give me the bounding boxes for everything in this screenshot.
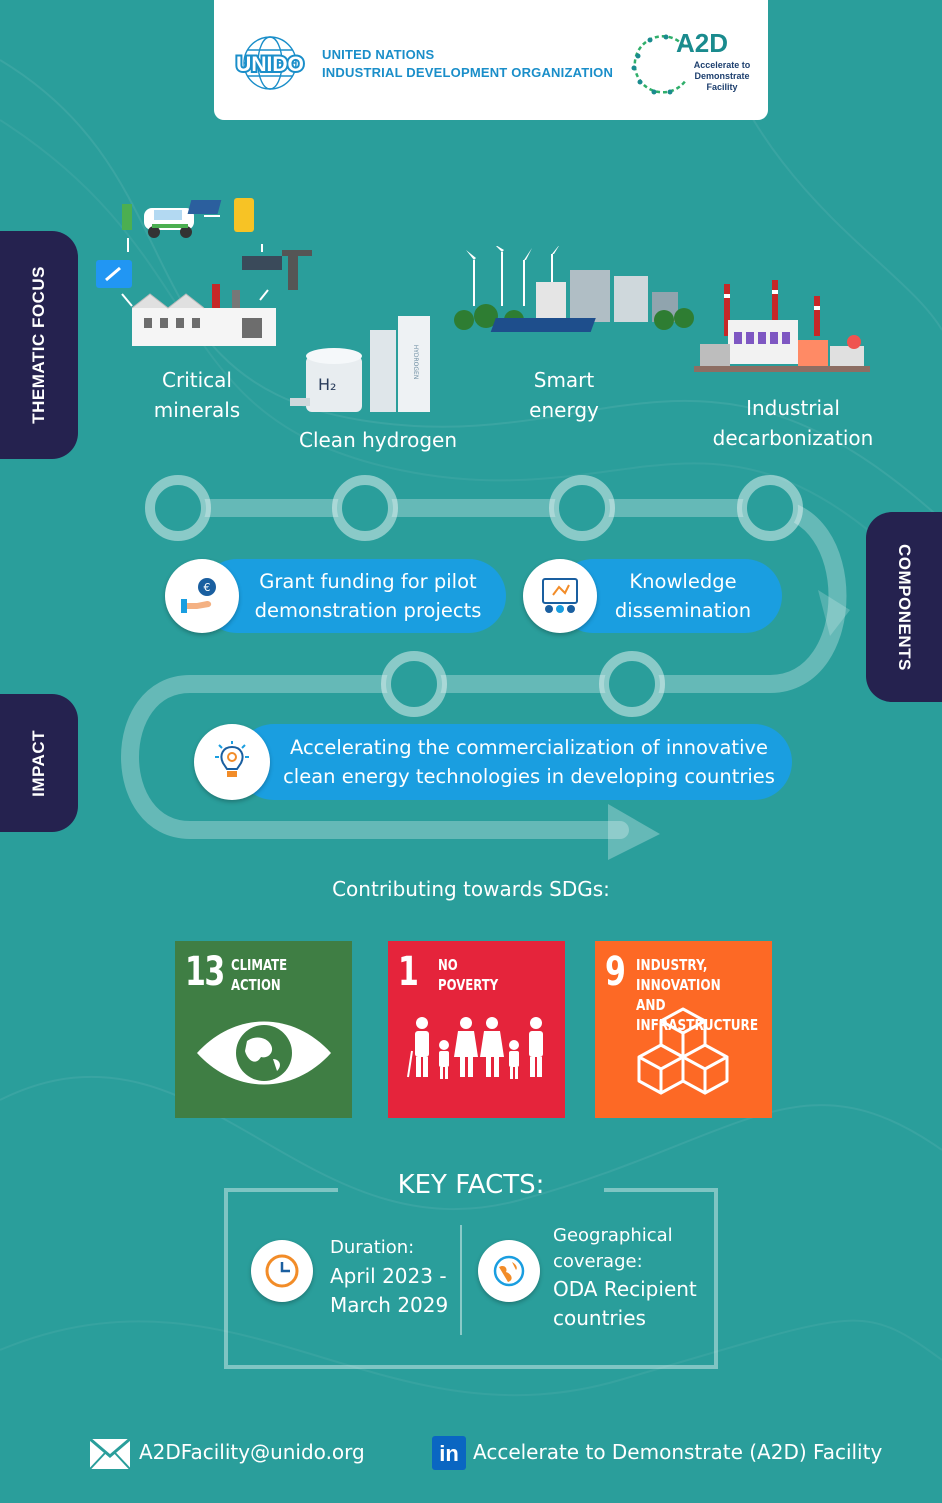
geo-label-line-2: coverage:	[553, 1251, 643, 1272]
sdg-1-tile: 1 NO POVERTY	[388, 941, 565, 1118]
theme-clean-hydrogen: Clean hydrogen	[290, 425, 466, 455]
duration-line-1: April 2023 -	[330, 1264, 447, 1288]
presentation-icon	[542, 578, 578, 613]
tab-components-label: COMPONENTS	[895, 543, 914, 671]
impact-line-1: Accelerating the commercialization of in…	[289, 736, 769, 759]
sdg-13-title: CLIMATE ACTION	[231, 956, 288, 994]
theme-critical-minerals: Critical minerals	[126, 365, 268, 425]
geo-value-line-1: ODA Recipient	[553, 1277, 697, 1301]
process-path	[121, 475, 850, 860]
sdg-1-title: NO POVERTY	[438, 956, 499, 994]
component-knowledge-line-2: dissemination	[614, 599, 752, 622]
theme-critical-minerals-line-2: minerals	[153, 398, 241, 422]
linkedin-link[interactable]: Accelerate to Demonstrate (A2D) Facility	[473, 1440, 883, 1464]
sdg-13-number: 13	[185, 949, 225, 995]
org-line-1: UNITED NATIONS	[322, 47, 435, 62]
component-grant-line-2: demonstration projects	[254, 599, 482, 622]
geo-label: Geographical coverage:	[553, 1223, 673, 1275]
clock-icon	[251, 1240, 313, 1302]
tab-impact: IMPACT	[0, 694, 78, 832]
email-link[interactable]: A2DFacility@unido.org	[139, 1440, 365, 1464]
org-line-2: INDUSTRIAL DEVELOPMENT ORGANIZATION	[322, 65, 614, 80]
grant-funding-icon: €	[165, 559, 239, 633]
climate-action-eye-icon	[197, 1021, 331, 1085]
key-facts-title: KEY FACTS:	[397, 1170, 545, 1200]
sdg-13-tile: 13 CLIMATE ACTION	[175, 941, 352, 1118]
clean-hydrogen-illustration: H₂ HYDROGEN	[290, 316, 430, 412]
tab-thematic-label: THEMATIC FOCUS	[29, 266, 48, 424]
duration-line-2: March 2029	[330, 1293, 449, 1317]
globe-glyph	[493, 1255, 525, 1287]
theme-clean-hydrogen-line-1: Clean hydrogen	[298, 428, 458, 452]
a2d-sub-line-1: Accelerate to	[693, 60, 751, 70]
a2d-subtitle: Accelerate to Demonstrate Facility	[684, 60, 760, 93]
smart-energy-illustration	[454, 246, 694, 332]
header-card: UNIDO UNITED NATIONS INDUSTRIAL DEVELOPM…	[214, 0, 768, 120]
geo-label-line-1: Geographical	[553, 1225, 673, 1246]
no-poverty-family-icon	[407, 1017, 543, 1079]
theme-smart-energy-line-1: Smart	[533, 368, 595, 392]
theme-smart-energy: Smart energy	[484, 365, 644, 425]
component-knowledge-line-1: Knowledge	[629, 570, 737, 593]
key-facts-frame	[224, 1188, 718, 1369]
theme-critical-minerals-line-1: Critical	[162, 368, 232, 392]
theme-industrial-decarbonization-line-1: Industrial	[746, 396, 840, 420]
sdg-9-tile: 9 INDUSTRY, INNOVATION AND INFRASTRUCTUR…	[595, 941, 772, 1118]
component-grant-line-1: Grant funding for pilot	[259, 570, 477, 593]
theme-smart-energy-line-2: energy	[529, 398, 599, 422]
tab-components: COMPONENTS	[866, 512, 942, 702]
sdg-9-number: 9	[605, 949, 626, 995]
linkedin-icon: in	[432, 1436, 466, 1470]
unido-logo: UNIDO	[234, 36, 306, 90]
geo-value-line-2: countries	[553, 1306, 646, 1330]
unido-logo-text: UNIDO	[236, 53, 304, 76]
industry-cubes-icon	[637, 1007, 729, 1095]
a2d-sub-line-2: Demonstrate	[694, 71, 750, 81]
critical-minerals-illustration	[96, 198, 312, 346]
impact-statement: Accelerating the commercialization of in…	[236, 724, 792, 800]
duration-label: Duration:	[330, 1237, 415, 1258]
theme-industrial-decarbonization: Industrial decarbonization	[700, 393, 886, 453]
clock-glyph	[265, 1254, 299, 1288]
email-icon	[89, 1438, 131, 1470]
organization-name: UNITED NATIONS INDUSTRIAL DEVELOPMENT OR…	[322, 46, 622, 82]
geo-value: ODA Recipient countries	[553, 1275, 697, 1333]
a2d-sub-line-3: Facility	[706, 82, 738, 92]
industrial-decarbonization-illustration	[694, 280, 870, 372]
hand-coin-icon: €	[181, 578, 216, 613]
lightbulb-gear-icon	[215, 741, 249, 777]
lightbulb-icon	[194, 724, 270, 800]
theme-industrial-decarbonization-line-2: decarbonization	[712, 426, 874, 450]
a2d-ring-icon	[631, 34, 688, 95]
hydrogen-tower-label: HYDROGEN	[412, 345, 419, 380]
tab-thematic-focus: THEMATIC FOCUS	[0, 231, 78, 459]
a2d-logo-text: A2D	[676, 28, 729, 58]
hydrogen-tank-label: H₂	[318, 375, 336, 394]
component-grant-funding: Grant funding for pilot demonstration pr…	[200, 559, 506, 633]
sdg-heading: Contributing towards SDGs:	[332, 877, 610, 901]
impact-line-2: clean energy technologies in developing …	[283, 765, 775, 788]
knowledge-dissemination-icon	[523, 559, 597, 633]
sdg-1-number: 1	[398, 949, 419, 995]
svg-text:€: €	[204, 581, 211, 594]
duration-value: April 2023 - March 2029	[330, 1262, 448, 1320]
globe-icon	[478, 1240, 540, 1302]
